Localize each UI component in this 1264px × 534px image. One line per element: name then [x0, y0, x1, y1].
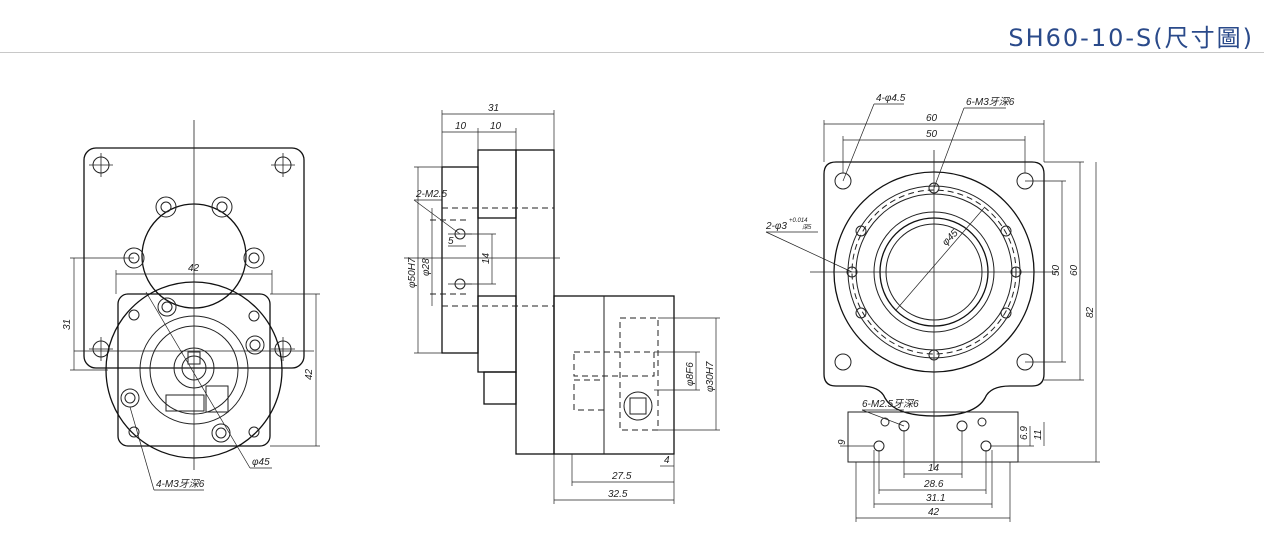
- gear-body-bolts: [120, 297, 265, 443]
- front-dim-holes: 4-M3牙深6: [156, 478, 205, 490]
- flange-dim-6m25: 6-M2.5牙深6: [862, 398, 919, 410]
- page-title: SH60-10-S(尺寸圖): [1008, 24, 1254, 52]
- side-dim-4: 4: [664, 455, 670, 466]
- flange-outline: [823, 161, 1045, 417]
- side-main-body: [515, 149, 555, 455]
- flange-dim-60: 60: [926, 113, 938, 124]
- flange-dim-depth: 深5: [802, 224, 812, 231]
- flange-view: 60 50 4-φ4.5 6-M3牙深6 2-φ3 +0.014 深5 φ45 …: [765, 93, 1100, 522]
- side-dim-phi8: φ8F6: [685, 362, 696, 386]
- flange-dim-6-9: 6.9: [1019, 426, 1030, 440]
- front-view: 42 31 42 φ45 4-M3牙深6: [62, 120, 320, 491]
- side-dim-10b: 10: [490, 121, 502, 132]
- side-dim-phi28: φ28: [421, 258, 432, 276]
- flange-dim-tol: +0.014: [789, 218, 808, 224]
- flange-dim-50: 50: [926, 129, 938, 140]
- side-dim-phi30: φ30H7: [705, 361, 716, 392]
- flange-lower-holes: [873, 417, 992, 452]
- flange-dim-82: 82: [1085, 306, 1096, 318]
- side-dim-14: 14: [481, 252, 492, 264]
- flange-dim-60v: 60: [1069, 264, 1080, 276]
- flange-dim-6m3: 6-M3牙深6: [966, 96, 1015, 108]
- flange-dim-14: 14: [928, 463, 940, 474]
- side-dim-10a: 10: [455, 121, 467, 132]
- front-dim-42-top: 42: [188, 263, 200, 274]
- side-dim-2m25: 2-M2.5: [415, 189, 448, 200]
- flange-dim-42: 42: [928, 507, 940, 518]
- side-dim-32-5: 32.5: [608, 489, 628, 500]
- side-dim-31: 31: [488, 103, 499, 114]
- flange-dim-28-6: 28.6: [923, 479, 944, 490]
- side-dim-27-5: 27.5: [611, 471, 632, 482]
- header-divider: [0, 52, 1264, 53]
- flange-lower-block: [847, 411, 1019, 463]
- side-flange-plate: [441, 166, 479, 354]
- side-dim-5: 5: [448, 236, 454, 247]
- flange-dim-2phi3: 2-φ3: [765, 221, 787, 232]
- side-view: 31 10 10 2-M2.5 5 14 φ50H7 φ28 φ8F6: [404, 103, 720, 504]
- front-dim-42-right: 42: [304, 368, 315, 380]
- flange-dim-9: 9: [837, 439, 848, 445]
- flange-dim-4phi45: 4-φ4.5: [876, 93, 906, 104]
- flange-dim-11: 11: [1033, 430, 1044, 440]
- side-dim-phi50: φ50H7: [407, 257, 418, 288]
- front-dim-31: 31: [62, 319, 73, 330]
- flange-dim-50v: 50: [1051, 264, 1062, 276]
- flange-dim-31-1: 31.1: [926, 493, 945, 504]
- side-gear-housing: [553, 295, 675, 455]
- front-dim-phi45: φ45: [252, 457, 270, 468]
